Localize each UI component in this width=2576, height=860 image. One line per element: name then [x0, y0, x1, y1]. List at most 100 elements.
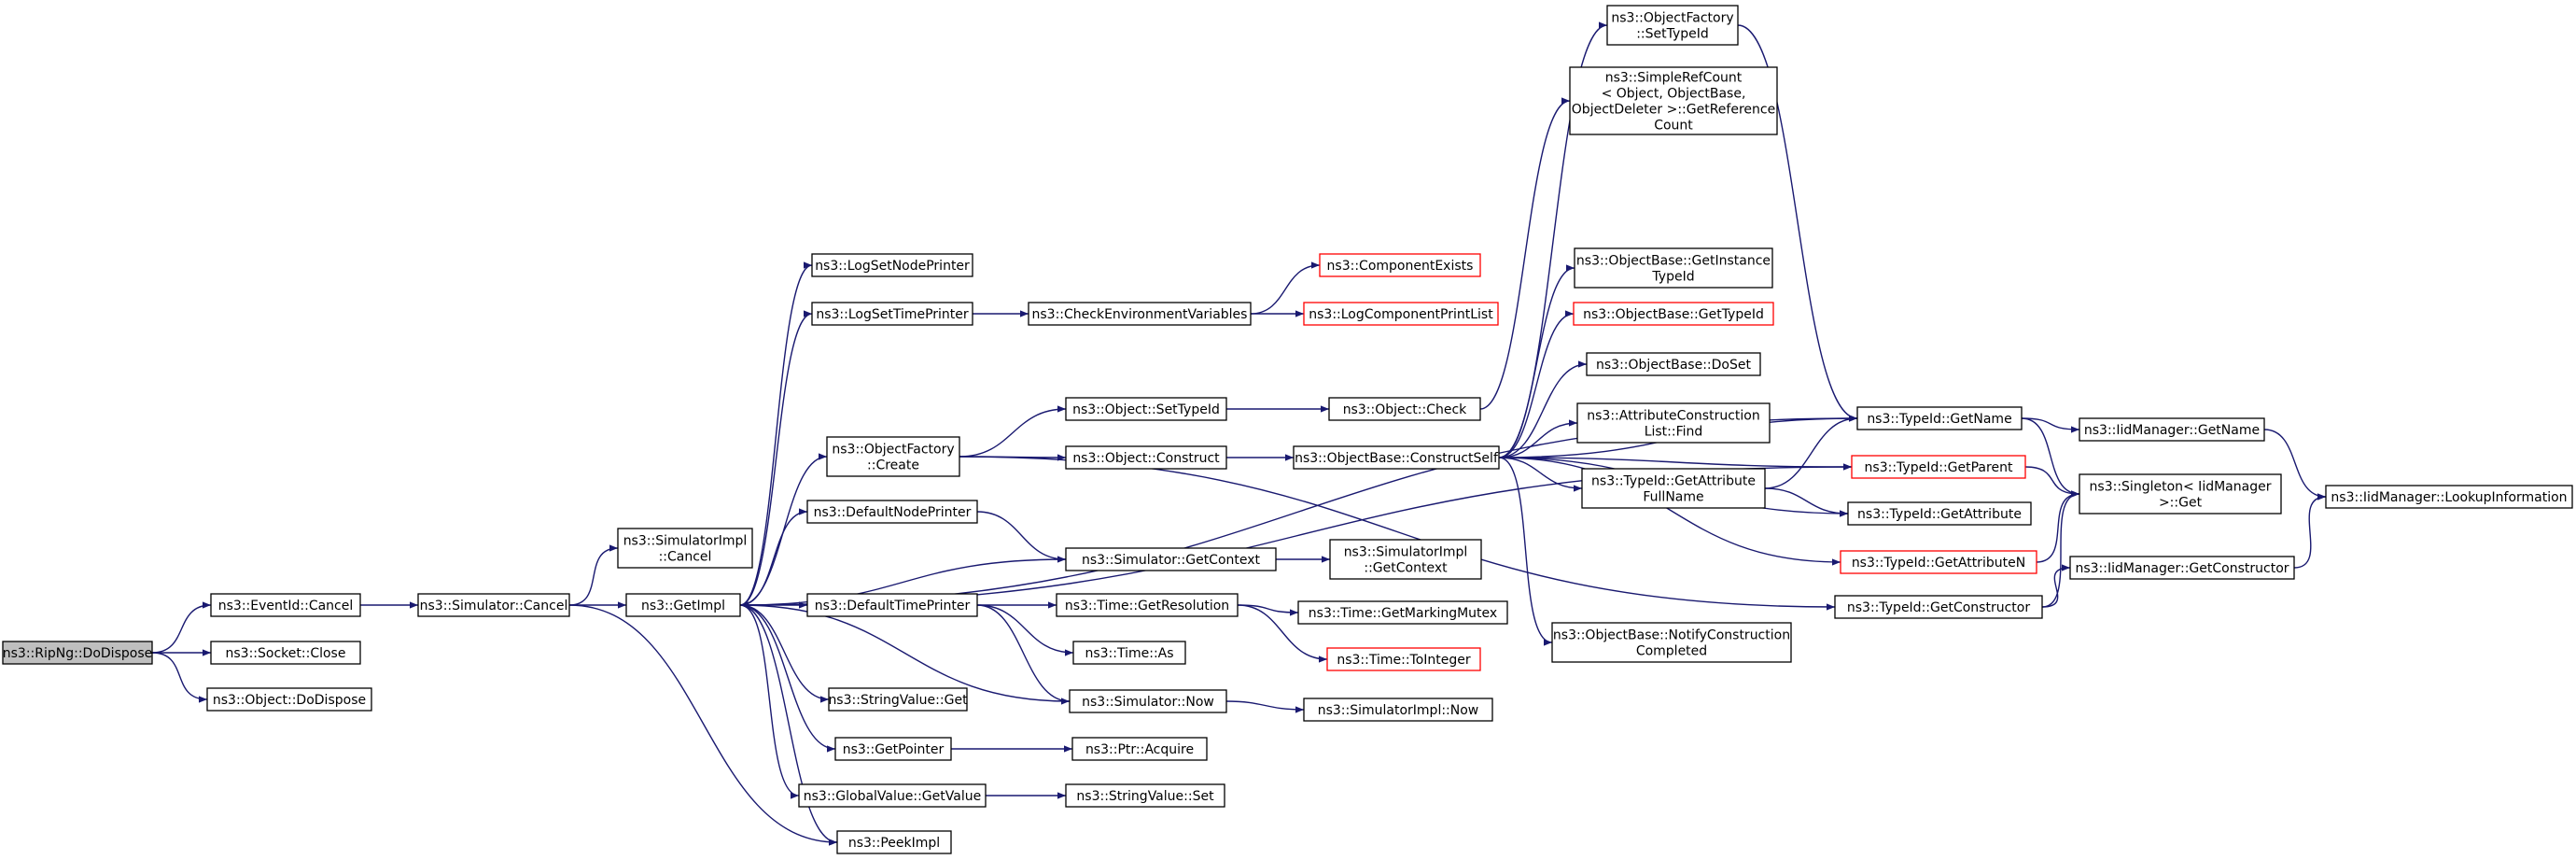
logcomponentprintlist-node[interactable]: ns3::LogComponentPrintList: [1303, 302, 1499, 326]
edge-typeid_getattributefullname-to-typeid_getname: [1764, 415, 1858, 489]
defaulttimeprinter-node[interactable]: ns3::DefaultTimePrinter: [806, 593, 978, 617]
edge-line: [2036, 490, 2080, 563]
node-box: [1569, 66, 1778, 135]
time-tointeger-node[interactable]: ns3::Time::ToInteger: [1326, 647, 1481, 671]
simulatorimpl-now-node[interactable]: ns3::SimulatorImpl::Now: [1303, 698, 1493, 722]
node-label: ns3::LogSetTimePrinter: [816, 307, 969, 322]
node-label: ns3::Ptr::Acquire: [1085, 742, 1194, 757]
eventid-cancel-node[interactable]: ns3::EventId::Cancel: [210, 593, 361, 617]
objectbase-notify-node[interactable]: ns3::ObjectBase::NotifyConstructionCompl…: [1551, 622, 1792, 663]
singleton-get-node[interactable]: ns3::Singleton< IidManager>::Get: [2079, 473, 2282, 515]
typeid-getname-node[interactable]: ns3::TypeId::GetName: [1856, 406, 2023, 430]
simplerefcount-node[interactable]: ns3::SimpleRefCount< Object, ObjectBase,…: [1569, 66, 1778, 135]
edge-objectbase_constructself-to-typeid_getattributefullname: [1498, 457, 1583, 492]
edge-line: [1764, 487, 1849, 517]
node-label: ::Cancel: [659, 550, 712, 565]
node-box: [798, 783, 987, 808]
edge-line: [1498, 419, 1578, 458]
edge-getimpl-to-globalvalue_getvalue: [739, 604, 800, 799]
edge-line: [1764, 415, 1858, 489]
node-label: ns3::TypeId::GetConstructor: [1847, 600, 2030, 615]
edge-typeid_getconstructor-to-singleton_get: [2041, 490, 2080, 608]
edge-objectbase_constructself-to-objectbase_getinstancetypeid: [1498, 264, 1575, 458]
object-construct-node[interactable]: ns3::Object::Construct: [1065, 445, 1227, 470]
node-label: ns3::IidManager::LookupInformation: [2331, 490, 2567, 505]
node-box: [834, 737, 952, 761]
edge-typeid_getattributen-to-singleton_get: [2036, 490, 2080, 563]
node-box: [2, 641, 153, 665]
peekimpl-node[interactable]: ns3::PeekImpl: [836, 830, 952, 854]
typeid-getparent-node[interactable]: ns3::TypeId::GetParent: [1851, 455, 2026, 479]
node-box: [1028, 302, 1252, 326]
object-dodispose-node[interactable]: ns3::Object::DoDispose: [206, 687, 372, 712]
node-box: [625, 593, 741, 617]
objectfactory-create-node[interactable]: ns3::ObjectFactory::Create: [826, 436, 960, 477]
node-box: [1851, 455, 2026, 479]
simulator-getcontext-node[interactable]: ns3::Simulator::GetContext: [1065, 547, 1277, 571]
edge-simulator_now-to-simulatorimpl_now: [1225, 700, 1305, 713]
iidmanager-getconstructor-node[interactable]: ns3::IidManager::GetConstructor: [2069, 556, 2295, 580]
typeid-getattributen-node[interactable]: ns3::TypeId::GetAttributeN: [1840, 550, 2037, 574]
objectfactory-settypeid-node[interactable]: ns3::ObjectFactory::SetTypeId: [1606, 5, 1739, 46]
iidmanager-getname-node[interactable]: ns3::IidManager::GetName: [2079, 417, 2265, 442]
node-label: ns3::ObjectFactory: [1611, 11, 1733, 26]
iidmanager-lookupinformation-node[interactable]: ns3::IidManager::LookupInformation: [2325, 485, 2573, 509]
typeid-getconstructor-node[interactable]: ns3::TypeId::GetConstructor: [1834, 595, 2043, 619]
time-getresolution-node[interactable]: ns3::Time::GetResolution: [1056, 593, 1239, 617]
object-check-node[interactable]: ns3::Object::Check: [1328, 397, 1481, 421]
node-box: [836, 830, 952, 854]
logsetnodeprinter-node[interactable]: ns3::LogSetNodePrinter: [811, 253, 973, 277]
getimpl-node[interactable]: ns3::GetImpl: [625, 593, 741, 617]
node-label: ns3::LogSetNodePrinter: [815, 259, 970, 274]
objectbase-doset-node[interactable]: ns3::ObjectBase::DoSet: [1586, 352, 1761, 376]
simulator-now-node[interactable]: ns3::Simulator::Now: [1069, 689, 1227, 713]
edge-time_getresolution-to-time_tointeger: [1237, 604, 1328, 663]
node-box: [1329, 539, 1482, 580]
typeid-getattribute-node[interactable]: ns3::TypeId::GetAttribute: [1847, 501, 2032, 526]
node-label: TypeId: [1651, 270, 1694, 285]
getpointer-node[interactable]: ns3::GetPointer: [834, 737, 952, 761]
ripng-dodispose-node[interactable]: ns3::RipNg::DoDispose: [2, 641, 153, 665]
defaultnodeprinter-node[interactable]: ns3::DefaultNodePrinter: [806, 500, 978, 524]
edge-objectbase_constructself-to-objectbase_gettypeid: [1498, 310, 1575, 458]
edge-objectbase_constructself-to-typeid_getparent: [1498, 457, 1853, 471]
node-label: ns3::Time::GetMarkingMutex: [1309, 606, 1497, 621]
object-settypeid-node[interactable]: ns3::Object::SetTypeId: [1065, 397, 1227, 421]
stringvalue-get-node[interactable]: ns3::StringValue::Get: [828, 687, 968, 712]
edge-typeid_getname-to-iidmanager_getname: [2021, 417, 2080, 433]
time-as-node[interactable]: ns3::Time::As: [1072, 641, 1186, 665]
node-label: ns3::GlobalValue::GetValue: [804, 789, 981, 804]
node-label: ns3::SimpleRefCount: [1605, 71, 1743, 86]
simulator-cancel-node[interactable]: ns3::Simulator::Cancel: [417, 593, 570, 617]
node-box: [2079, 417, 2265, 442]
edge-line: [1498, 264, 1575, 458]
node-box: [1847, 501, 2032, 526]
ptr-acquire-node[interactable]: ns3::Ptr::Acquire: [1071, 737, 1208, 761]
simulatorimpl-getcontext-node[interactable]: ns3::SimulatorImpl::GetContext: [1329, 539, 1482, 580]
time-getmarkingmutex-node[interactable]: ns3::Time::GetMarkingMutex: [1297, 600, 1508, 625]
simulatorimpl-cancel-node[interactable]: ns3::SimulatorImpl::Cancel: [617, 528, 753, 569]
node-label: ns3::TypeId::GetParent: [1865, 460, 2013, 475]
node-box: [1586, 352, 1761, 376]
componentexists-node[interactable]: ns3::ComponentExists: [1319, 253, 1481, 277]
logsettimeprinter-node[interactable]: ns3::LogSetTimePrinter: [811, 302, 973, 326]
node-label: Completed: [1636, 644, 1707, 659]
edge-line: [1250, 261, 1321, 315]
edge-line: [739, 604, 830, 703]
stringvalue-set-node[interactable]: ns3::StringValue::Set: [1065, 783, 1225, 808]
edge-line: [1498, 310, 1575, 458]
objectbase-gettypeid-node[interactable]: ns3::ObjectBase::GetTypeId: [1573, 302, 1774, 326]
node-box: [1071, 737, 1208, 761]
edge-line: [976, 604, 1074, 656]
checkenvvars-node[interactable]: ns3::CheckEnvironmentVariables: [1028, 302, 1252, 326]
edge-line: [1237, 604, 1328, 663]
node-label: ns3::EventId::Cancel: [218, 599, 354, 613]
socket-close-node[interactable]: ns3::Socket::Close: [210, 641, 361, 665]
globalvalue-getvalue-node[interactable]: ns3::GlobalValue::GetValue: [798, 783, 987, 808]
edge-objectbase_constructself-to-typeid_getattributen: [1498, 457, 1841, 566]
objectbase-constructself-node[interactable]: ns3::ObjectBase::ConstructSelf: [1293, 445, 1500, 470]
